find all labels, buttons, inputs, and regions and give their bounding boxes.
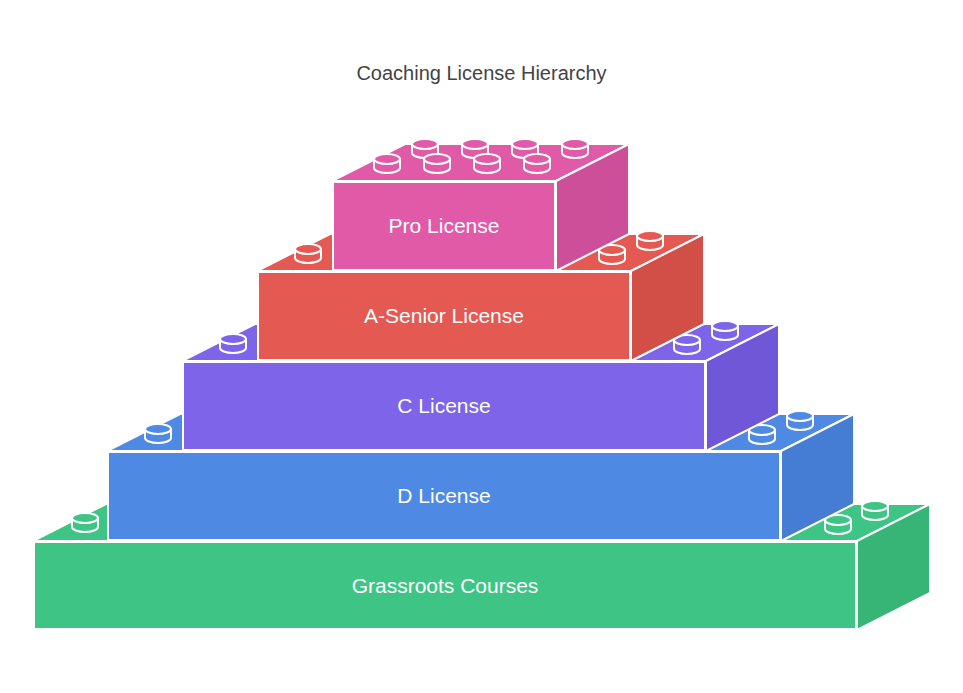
license-label: D License	[397, 484, 490, 508]
license-label: Grassroots Courses	[352, 574, 539, 598]
license-label: A-Senior License	[364, 304, 524, 328]
license-brick: C License	[182, 361, 706, 451]
license-brick: D License	[107, 451, 781, 541]
pink-brick-faces	[332, 144, 629, 271]
pink-studs	[374, 139, 588, 173]
license-brick: A-Senior License	[257, 271, 631, 361]
license-label: Pro License	[389, 214, 500, 238]
license-label: C License	[397, 394, 490, 418]
license-brick: Grassroots Courses	[33, 541, 857, 630]
license-brick: Pro License	[332, 181, 556, 271]
diagram-title: Coaching License Hierarchy	[0, 62, 963, 85]
